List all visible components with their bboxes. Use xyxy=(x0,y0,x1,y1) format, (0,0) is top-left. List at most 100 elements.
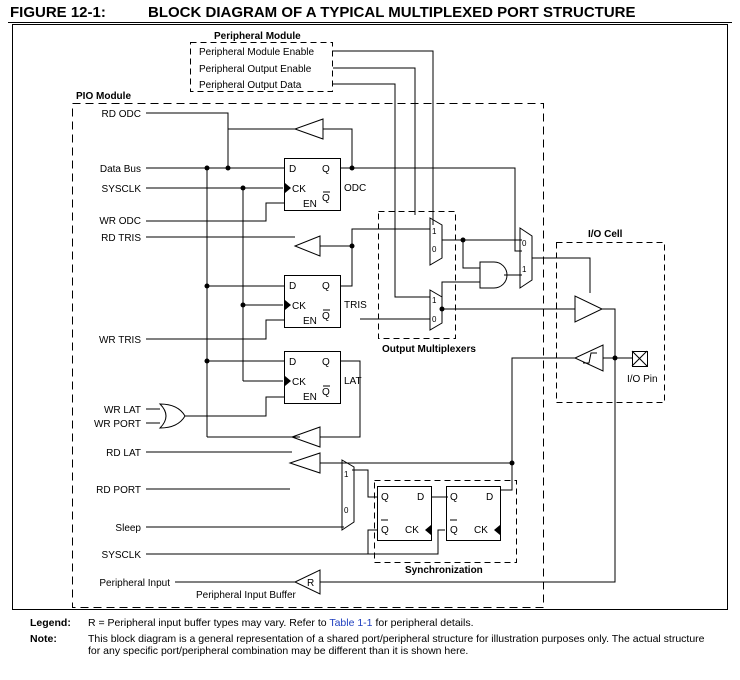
wire-mux2-to-and xyxy=(441,281,480,309)
junction xyxy=(460,237,466,243)
or-gate xyxy=(158,403,186,429)
sync-ff-1 xyxy=(377,486,432,541)
mux3-zero-label: 0 xyxy=(522,239,527,248)
odc-d-label: D xyxy=(289,164,296,175)
data-bus-label: Data Bus xyxy=(100,164,141,175)
tris-q-label: Q xyxy=(322,281,330,292)
legend-text-after: for peripheral details. xyxy=(372,617,474,629)
io-pin-label: I/O Pin xyxy=(627,374,658,385)
ck-triangle-odc xyxy=(285,183,291,193)
lat-register xyxy=(284,351,341,404)
input-mux xyxy=(341,459,355,531)
sync-boundary xyxy=(374,480,517,563)
pio-module-label: PIO Module xyxy=(76,91,131,102)
wire-peripheral-output-enable xyxy=(333,67,416,215)
junction xyxy=(204,358,210,364)
and-gate xyxy=(479,261,508,289)
output-mux-label: Output Multiplexers xyxy=(382,344,476,355)
output-buffer xyxy=(574,295,604,323)
wire-wr-tris xyxy=(146,319,285,340)
rd-odc-label: RD ODC xyxy=(102,109,141,120)
tris-ck-label: CK xyxy=(292,301,306,312)
tris-en-label: EN xyxy=(303,316,317,327)
ff2-qbar-label: Q xyxy=(450,525,458,536)
io-cell-boundary xyxy=(556,242,665,403)
sleep-label: Sleep xyxy=(115,523,141,534)
wire-sysclk2-b xyxy=(367,529,438,555)
pio-module-boundary xyxy=(72,103,544,608)
wire-sync-q xyxy=(352,469,378,498)
sync-ff-2 xyxy=(446,486,501,541)
peripheral-module-enable-label: Peripheral Module Enable xyxy=(199,47,315,58)
mux1-one-label: 1 xyxy=(432,227,437,236)
block-diagram: Peripheral Module PIO Module I/O Cell Ou… xyxy=(12,24,728,610)
lat-qbar-label: Q xyxy=(322,387,330,398)
odc-register xyxy=(284,158,341,211)
sysclk-label: SYSCLK xyxy=(102,184,142,195)
junction xyxy=(612,355,618,361)
legend-text: R = Peripheral input buffer types may va… xyxy=(88,617,474,629)
input-mux-one-label: 1 xyxy=(344,470,349,479)
output-mux-boundary xyxy=(378,211,456,339)
lat-register-name: LAT xyxy=(344,376,362,387)
peripheral-module-label: Peripheral Module xyxy=(214,31,301,42)
io-pin-pad xyxy=(632,351,648,367)
rd-port-buffer xyxy=(288,452,321,474)
input-buffer xyxy=(573,344,604,372)
wr-tris-label: WR TRIS xyxy=(99,335,141,346)
peripheral-input-buffer-label: Peripheral Input Buffer xyxy=(196,590,297,601)
wire-out-buffer-to-pad xyxy=(602,308,632,359)
junction xyxy=(240,302,246,308)
odc-q-label: Q xyxy=(322,164,330,175)
figure-title: BLOCK DIAGRAM OF A TYPICAL MULTIPLEXED P… xyxy=(148,4,636,21)
ff2-ck-label: CK xyxy=(474,525,488,536)
rd-odc-buffer xyxy=(293,118,324,140)
table-1-1-link[interactable]: Table 1-1 xyxy=(329,617,373,629)
ff1-d-label: D xyxy=(417,492,424,503)
wr-lat-label: WR LAT xyxy=(104,405,141,416)
rd-port-label: RD PORT xyxy=(96,485,141,496)
wire-peripheral-module-enable xyxy=(333,50,434,225)
input-mux-zero-label: 0 xyxy=(344,506,349,515)
ff2-d-label: D xyxy=(486,492,493,503)
wire-tris-q xyxy=(340,228,430,287)
wire-input-to-sync xyxy=(500,463,513,491)
rd-tris-buffer xyxy=(293,235,321,257)
wire-peripheral-output-data xyxy=(333,83,430,298)
rd-lat-buffer xyxy=(290,426,321,448)
junction xyxy=(349,243,355,249)
odc-ck-label: CK xyxy=(292,184,306,195)
wire-pin-to-periph-buffer xyxy=(320,358,616,583)
mux1-zero-label: 0 xyxy=(432,245,437,254)
peripheral-input-buffer xyxy=(293,569,321,595)
odc-qbar-label: Q xyxy=(322,193,330,204)
wire-odc-q-feedback xyxy=(323,128,353,169)
peripheral-module-boundary xyxy=(190,42,333,92)
wire-lat-q xyxy=(320,360,361,438)
ck-triangle-tris xyxy=(285,300,291,310)
legend-text-before: R = Peripheral input buffer types may va… xyxy=(88,617,330,629)
junction xyxy=(225,165,231,171)
note-line-2: for any specific port/peripheral combina… xyxy=(88,645,469,657)
figure-number: FIGURE 12-1: xyxy=(10,4,106,21)
ff1-q-label: Q xyxy=(381,492,389,503)
buffer-r-label: R xyxy=(307,578,314,589)
tris-register xyxy=(284,275,341,328)
peripheral-input-label: Peripheral Input xyxy=(99,578,170,589)
tris-d-label: D xyxy=(289,281,296,292)
diagram-frame xyxy=(12,24,728,610)
schmitt-symbol xyxy=(583,352,597,364)
output-mux-2 xyxy=(429,289,443,331)
output-mux-3 xyxy=(519,227,533,289)
ck-triangle-ff1 xyxy=(425,525,431,535)
junction xyxy=(240,185,246,191)
note-label: Note: xyxy=(30,633,57,645)
wire-mux3-out xyxy=(532,257,591,293)
sysclk2-label: SYSCLK xyxy=(102,550,142,561)
wire-wr-lat-port xyxy=(185,396,285,417)
mux2-zero-label: 0 xyxy=(432,315,437,324)
wire-in-buffer-out xyxy=(320,357,575,464)
lat-ck-label: CK xyxy=(292,377,306,388)
wire-odc-q xyxy=(340,167,522,252)
wire-sysclk2 xyxy=(146,529,445,555)
